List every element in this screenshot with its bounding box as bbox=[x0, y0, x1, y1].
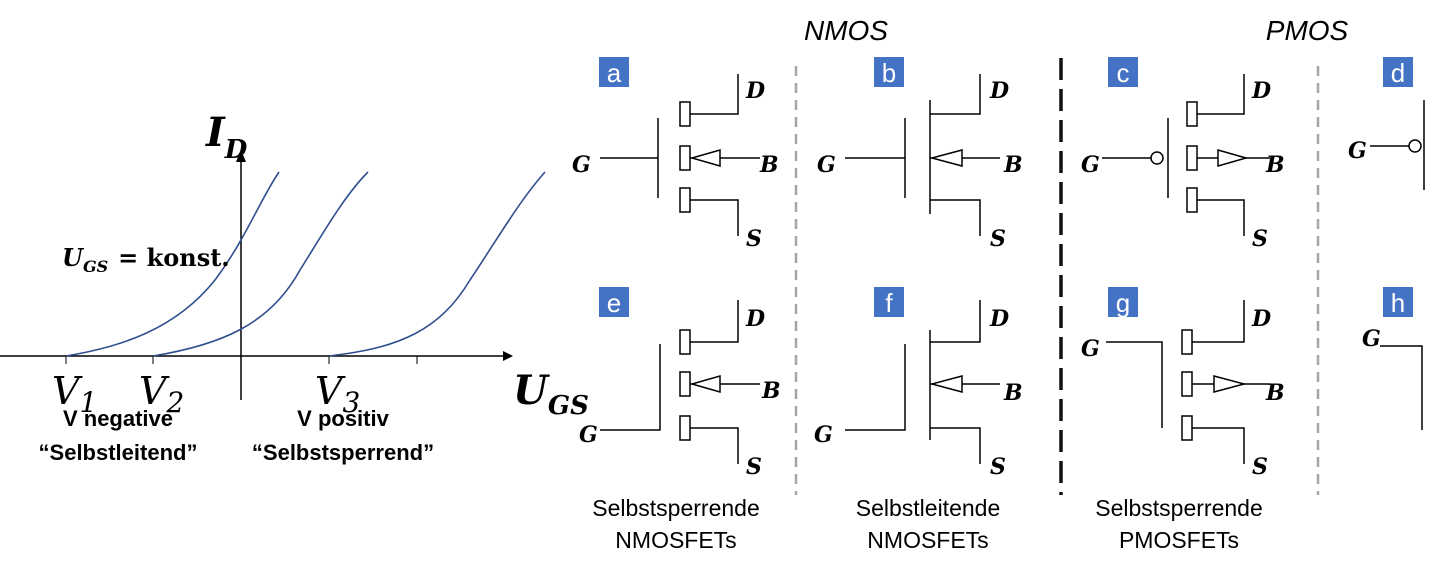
badge-a: a bbox=[599, 57, 629, 88]
symbol-h-gate-label: G bbox=[1362, 326, 1381, 352]
pmos-header: PMOS bbox=[1266, 15, 1349, 46]
label-v2: V2 bbox=[139, 369, 184, 419]
symbol-h bbox=[1380, 345, 1423, 430]
x-axis-label: UGS bbox=[513, 367, 589, 421]
symbol-e bbox=[600, 300, 760, 464]
badge-b: b bbox=[874, 57, 904, 88]
symbol-a-drain-label: D bbox=[745, 78, 765, 104]
positive-note-line2: “Selbstsperrend” bbox=[252, 440, 434, 465]
symbol-d-gate-label: G bbox=[1348, 138, 1367, 164]
symbol-e-source-label: S bbox=[746, 454, 762, 480]
caption-col3-line1: Selbstsperrende bbox=[1095, 495, 1263, 521]
symbol-b-source-label: S bbox=[990, 226, 1006, 252]
label-v3: V3 bbox=[315, 369, 360, 419]
symbol-c-gate-label: G bbox=[1081, 152, 1100, 178]
negative-note-line2: “Selbstleitend” bbox=[39, 440, 198, 465]
nmos-header: NMOS bbox=[804, 15, 888, 46]
svg-text:b: b bbox=[882, 58, 896, 88]
symbol-c-bulk-label: B bbox=[1265, 152, 1285, 178]
symbol-g-bulk-label: B bbox=[1265, 380, 1285, 406]
caption-col2-line1: Selbstleitende bbox=[856, 495, 1001, 521]
constant-formula: UGS= konst. bbox=[62, 243, 230, 276]
curve-v2 bbox=[152, 171, 369, 357]
svg-text:a: a bbox=[607, 58, 622, 88]
symbol-f-drain-label: D bbox=[989, 306, 1009, 332]
symbol-e-drain-label: D bbox=[745, 306, 765, 332]
symbol-d bbox=[1370, 100, 1425, 190]
symbol-e-gate-label: G bbox=[579, 422, 598, 448]
symbol-g-drain-label: D bbox=[1251, 306, 1271, 332]
negative-note-line1: V negative bbox=[63, 406, 173, 431]
symbol-b-bulk-label: B bbox=[1003, 152, 1023, 178]
symbol-b-drain-label: D bbox=[989, 78, 1009, 104]
caption-col1-line1: Selbstsperrende bbox=[592, 495, 760, 521]
transfer-characteristic-graph: ID UGS UGS= konst. V1 V2 V3 V negative “… bbox=[0, 109, 589, 465]
positive-note-line1: V positiv bbox=[297, 406, 389, 431]
curve-v3 bbox=[328, 171, 546, 357]
symbol-e-bulk-label: B bbox=[761, 378, 781, 404]
svg-text:f: f bbox=[885, 288, 893, 318]
symbol-f-source-label: S bbox=[990, 454, 1006, 480]
symbol-c bbox=[1102, 74, 1270, 236]
caption-col1-line2: NMOSFETs bbox=[615, 527, 736, 553]
symbol-f-bulk-label: B bbox=[1003, 380, 1023, 406]
label-v1: V1 bbox=[52, 369, 97, 419]
svg-text:d: d bbox=[1391, 58, 1405, 88]
svg-text:h: h bbox=[1391, 288, 1405, 318]
symbol-c-drain-label: D bbox=[1251, 78, 1271, 104]
badge-g: g bbox=[1108, 287, 1138, 318]
y-axis-arrow bbox=[236, 150, 246, 162]
symbol-g bbox=[1106, 300, 1270, 464]
symbol-a-bulk-label: B bbox=[759, 152, 779, 178]
svg-text:e: e bbox=[607, 288, 621, 318]
y-axis-label: ID bbox=[205, 109, 248, 165]
badge-c: c bbox=[1108, 57, 1138, 88]
caption-col3-line2: PMOSFETs bbox=[1119, 527, 1239, 553]
badge-h: h bbox=[1383, 287, 1413, 318]
svg-text:g: g bbox=[1116, 288, 1130, 318]
x-axis-arrow bbox=[503, 351, 513, 361]
svg-text:c: c bbox=[1117, 58, 1130, 88]
caption-col2-line2: NMOSFETs bbox=[867, 527, 988, 553]
symbol-c-source-label: S bbox=[1252, 226, 1268, 252]
badge-e: e bbox=[599, 287, 629, 318]
symbol-a-gate-label: G bbox=[572, 152, 591, 178]
curve-v1 bbox=[65, 171, 280, 357]
symbol-f bbox=[845, 300, 1000, 464]
symbol-a-source-label: S bbox=[746, 226, 762, 252]
symbol-b bbox=[845, 74, 1000, 236]
symbol-f-gate-label: G bbox=[814, 422, 833, 448]
badge-d: d bbox=[1383, 57, 1413, 88]
symbol-g-source-label: S bbox=[1252, 454, 1268, 480]
badge-f: f bbox=[874, 287, 904, 318]
symbol-a bbox=[600, 74, 760, 236]
symbol-b-gate-label: G bbox=[817, 152, 836, 178]
symbol-g-gate-label: G bbox=[1081, 336, 1100, 362]
